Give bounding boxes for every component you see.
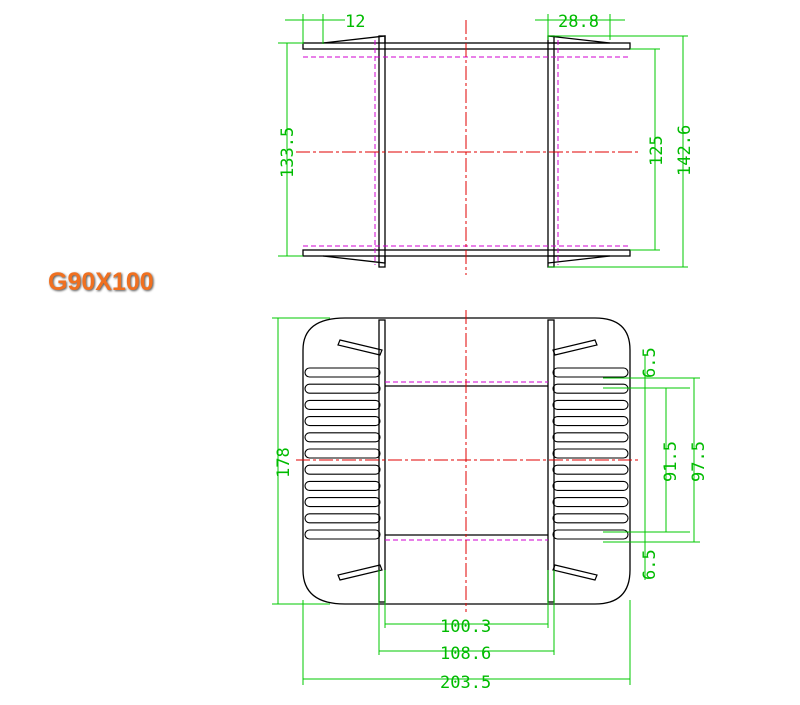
dim-total-width: 203.5: [440, 673, 491, 693]
plan-wall-left: [378, 319, 386, 603]
fin-slot-left: [304, 529, 381, 540]
fin-slot-right: [552, 497, 629, 508]
lug-bottom-left: [322, 255, 386, 264]
dim-window-a: 91.5: [661, 441, 681, 482]
dim-outer-width: 108.6: [440, 644, 491, 664]
fin-slot-left: [304, 399, 381, 410]
lug-top-left: [322, 35, 386, 44]
fin-slot-right: [552, 383, 629, 394]
fins-left: [304, 367, 381, 540]
dim-top-flange-width: 28.8: [558, 12, 599, 32]
dim-inner-width: 100.3: [440, 617, 491, 637]
top-view-centerlines: [296, 20, 640, 275]
lug-bottom-right: [547, 255, 611, 264]
fin-slot-left: [304, 432, 381, 443]
dim-inner-height: 125: [647, 135, 667, 166]
fin-slot-right: [552, 399, 629, 410]
dim-overall-height-left: 133.5: [278, 127, 298, 178]
fin-slot-right: [552, 480, 629, 491]
lug-top-right: [547, 35, 611, 44]
dim-edge-bottom: 6.5: [640, 549, 660, 580]
fin-slot-left: [304, 480, 381, 491]
fin-slot-left: [304, 416, 381, 427]
fins-right: [552, 367, 629, 540]
fin-slot-right: [552, 513, 629, 524]
plan-wall-right: [547, 319, 555, 603]
fin-slot-right: [552, 464, 629, 475]
plan-lugs: [337, 339, 598, 581]
fin-slot-right: [552, 529, 629, 540]
fin-slot-right: [552, 448, 629, 459]
bottom-view-dimensions: [272, 317, 700, 685]
bottom-view: [302, 317, 631, 605]
fin-slot-left: [304, 513, 381, 524]
bottom-view-centerlines: [296, 310, 640, 612]
dim-window-b: 97.5: [689, 441, 709, 482]
fin-slot-right: [552, 432, 629, 443]
dim-top-flange-offset: 12: [345, 12, 365, 32]
fin-slot-right: [552, 416, 629, 427]
fin-slot-left: [304, 383, 381, 394]
dim-edge-top: 6.5: [640, 347, 660, 378]
fin-slot-left: [304, 497, 381, 508]
fin-slot-left: [304, 464, 381, 475]
dim-overall-height-right: 142.6: [675, 125, 695, 176]
dim-total-height-bottom: 178: [274, 447, 294, 478]
fin-slot-left: [304, 367, 381, 378]
model-title: G90X100: [48, 268, 154, 296]
fin-slot-left: [304, 448, 381, 459]
fin-slot-right: [552, 367, 629, 378]
top-view-dimensions: [278, 14, 688, 268]
outer-outline: [302, 317, 631, 605]
